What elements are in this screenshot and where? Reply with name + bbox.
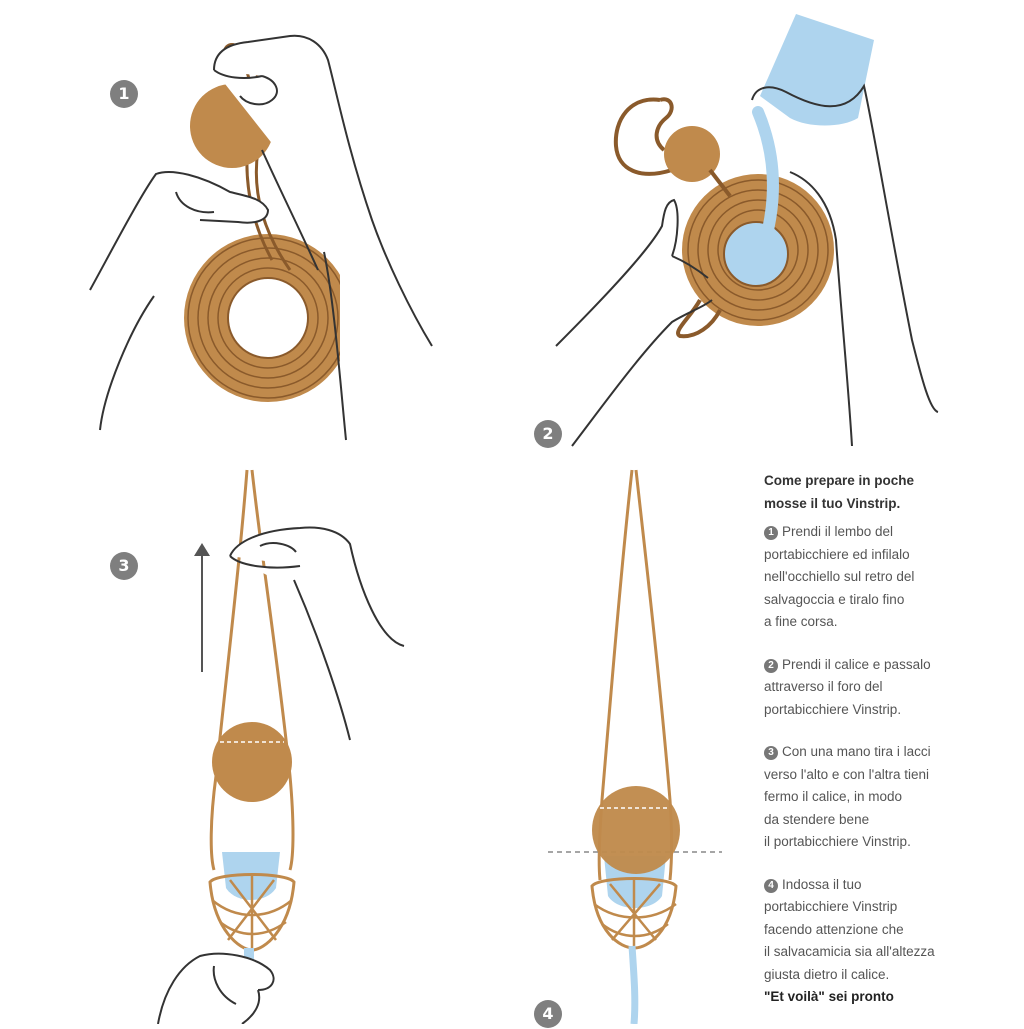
up-arrow-head bbox=[194, 543, 210, 556]
right-hand bbox=[213, 34, 433, 347]
step-badge-2: 2 bbox=[534, 420, 562, 448]
strap-loop bbox=[613, 97, 732, 339]
wine-glass-pour bbox=[752, 14, 874, 258]
instructions-panel: Come prepare in poche mosse il tuo Vinst… bbox=[764, 470, 1014, 1029]
left-hand bbox=[89, 171, 270, 431]
step-badge-3: 3 bbox=[110, 552, 138, 580]
holding-hand bbox=[555, 198, 713, 447]
step-badge-4: 4 bbox=[534, 1000, 562, 1028]
drip-stop-disc-3 bbox=[212, 722, 292, 802]
step-2-number: 2 bbox=[764, 658, 778, 673]
instructions-title: Come prepare in poche mosse il tuo Vinst… bbox=[764, 473, 915, 511]
step-3-number: 3 bbox=[764, 746, 778, 760]
net-holder-4 bbox=[590, 856, 678, 1024]
step-4-text: Indossa il tuo portabicchiere Vinstrip f… bbox=[764, 876, 935, 982]
panel-1-illustration bbox=[89, 34, 433, 441]
coiled-strap bbox=[184, 220, 380, 440]
step-4-bold-text: "Et voilà" sei pronto bbox=[764, 989, 894, 1004]
pulling-hand bbox=[229, 526, 405, 741]
bottom-hand bbox=[157, 952, 275, 1024]
panel-3-illustration bbox=[157, 469, 405, 1024]
drip-stop-disc-4 bbox=[592, 786, 680, 874]
step-2-text: Prendi il calice e passalo attraverso il… bbox=[764, 656, 931, 717]
step-4-number: 4 bbox=[764, 878, 778, 893]
step-badge-1: 1 bbox=[110, 80, 138, 108]
step-1-text: Prendi il lembo del portabicchiere ed in… bbox=[764, 524, 915, 629]
step-1-number: 1 bbox=[764, 526, 778, 540]
step-3-text: Con una mano tira i lacci verso l'alto e… bbox=[764, 744, 931, 849]
sleeve-line bbox=[323, 251, 347, 441]
panel-4-illustration bbox=[548, 469, 722, 1024]
panel-2-illustration bbox=[555, 14, 939, 447]
pouring-hand bbox=[751, 83, 939, 447]
